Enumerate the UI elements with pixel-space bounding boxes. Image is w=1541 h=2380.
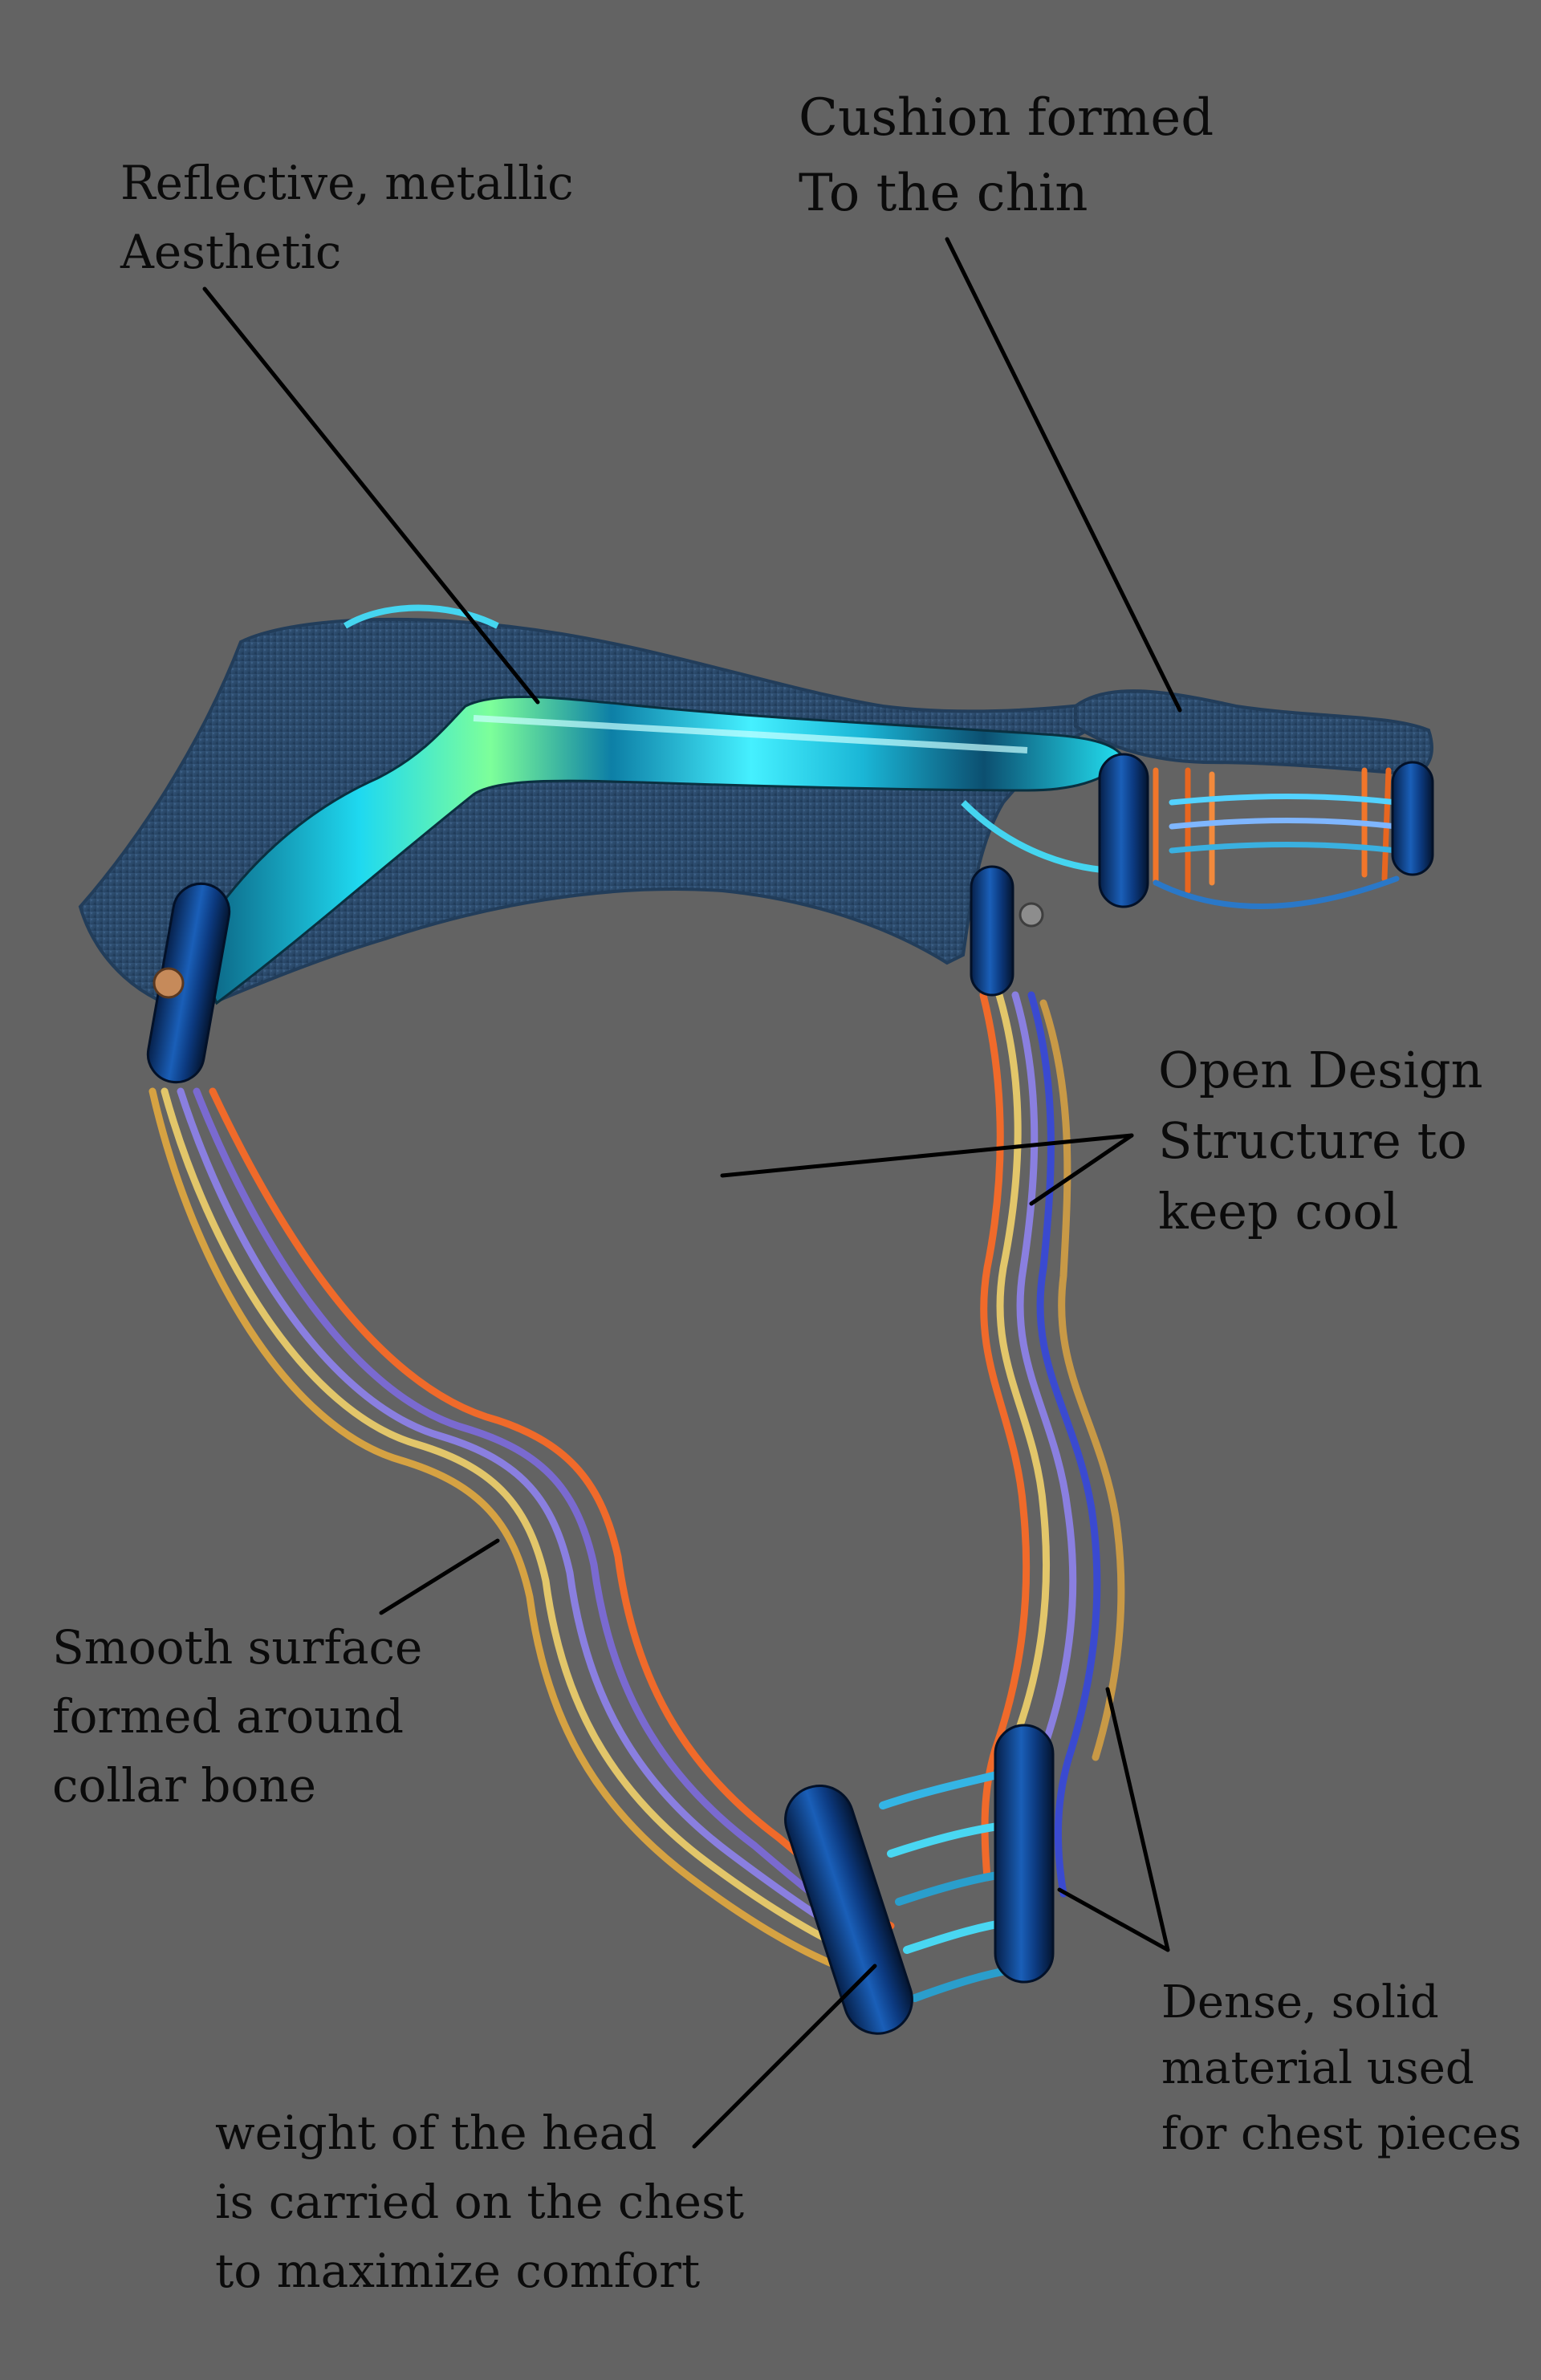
chin-cushion <box>1074 689 1433 777</box>
callout-reflective: Reflective, metallic Aesthetic <box>120 148 574 286</box>
right-neck-post <box>970 865 1014 997</box>
callout-smooth-surface-line1: Smooth surface <box>52 1620 423 1675</box>
callout-smooth-surface-line3: collar bone <box>52 1758 316 1813</box>
callout-weight-line2: is carried on the chest <box>215 2175 745 2229</box>
callout-open-design-line3: keep cool <box>1158 1182 1399 1241</box>
chin-post-right <box>1391 761 1434 876</box>
chin-wire-cage <box>1153 767 1400 909</box>
callout-smooth-surface: Smooth surface formed around collar bone <box>52 1613 422 1820</box>
callout-weight-line3: to maximize comfort <box>215 2244 701 2298</box>
callout-open-design-line2: Structure to <box>1158 1111 1467 1170</box>
callout-reflective-line2: Aesthetic <box>120 225 342 279</box>
chin-post-left <box>1098 753 1149 908</box>
callout-dense-material-line2: material used <box>1161 2042 1474 2094</box>
band-top-wire <box>343 604 499 629</box>
chest-piece <box>784 1724 1055 2035</box>
right-rivet <box>1019 902 1044 928</box>
callout-weight: weight of the head is carried on the che… <box>215 2098 744 2305</box>
callout-cushion-line2: To the chin <box>799 164 1088 223</box>
callout-cushion-line1: Cushion formed <box>799 88 1214 148</box>
callout-dense-material: Dense, solid material used for chest pie… <box>1161 1970 1522 2167</box>
band-highlight <box>473 715 1028 753</box>
left-rivet <box>152 967 185 999</box>
callout-smooth-surface-line2: formed around <box>52 1689 405 1744</box>
left-wire-bundle <box>148 1087 895 1978</box>
callout-dense-material-line3: for chest pieces <box>1161 2108 1522 2160</box>
leader-lines <box>202 237 1182 2149</box>
callout-weight-line1: weight of the head <box>215 2106 657 2160</box>
callout-open-design-line1: Open Design <box>1158 1041 1483 1099</box>
callout-dense-material-line1: Dense, solid <box>1161 1976 1439 2029</box>
callout-open-design: Open Design Structure to keep cool <box>1158 1035 1483 1247</box>
callout-cushion: Cushion formed To the chin <box>799 80 1214 231</box>
callout-reflective-line1: Reflective, metallic <box>120 156 574 210</box>
cushion-shape <box>78 617 1141 1013</box>
